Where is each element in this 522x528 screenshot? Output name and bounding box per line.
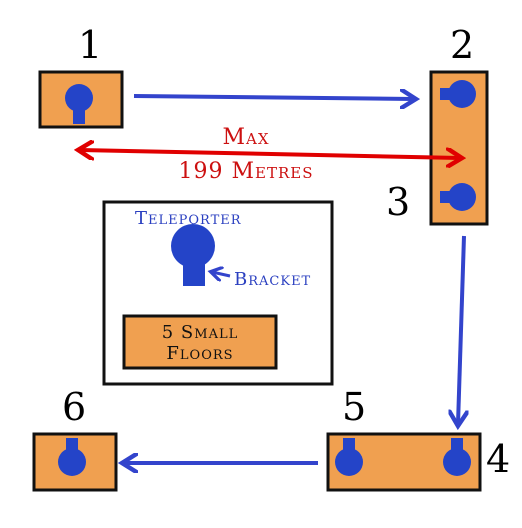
keyhole-teleporter-icon xyxy=(58,438,86,476)
floor-block-1 xyxy=(38,70,124,129)
legend-box: Teleporter Bracket 5 Small Floors xyxy=(102,200,334,386)
step-number-2: 2 xyxy=(450,23,474,67)
floor-block-6 xyxy=(32,432,118,492)
arrow-3-to-4 xyxy=(458,235,464,424)
max-distance-arrow xyxy=(80,150,460,158)
small-floors-label-line1: 5 Small xyxy=(162,322,238,343)
keyhole-teleporter-icon xyxy=(65,84,93,124)
step-number-3: 3 xyxy=(386,180,410,224)
keyhole-teleporter-icon xyxy=(440,183,476,211)
max-label: Max xyxy=(222,125,269,150)
distance-label: 199 Metres xyxy=(179,159,314,184)
step-number-6: 6 xyxy=(62,385,86,429)
step-number-4: 4 xyxy=(486,437,510,481)
bracket-pointer-arrow xyxy=(212,272,231,276)
floor-block-2-3 xyxy=(429,70,489,226)
keyhole-teleporter-icon xyxy=(171,224,215,286)
teleporter-label: Teleporter xyxy=(135,208,242,229)
step-number-5: 5 xyxy=(342,385,366,429)
floor-block-4-5 xyxy=(326,432,482,492)
arrow-1-to-2 xyxy=(133,96,414,99)
small-floors-label-line2: Floors xyxy=(166,343,233,364)
step-number-1: 1 xyxy=(78,23,102,67)
small-floors-block: 5 Small Floors xyxy=(122,314,278,370)
bracket-label: Bracket xyxy=(234,269,311,290)
keyhole-teleporter-icon xyxy=(440,80,476,108)
keyhole-teleporter-icon xyxy=(335,438,363,476)
keyhole-teleporter-icon xyxy=(443,438,471,476)
